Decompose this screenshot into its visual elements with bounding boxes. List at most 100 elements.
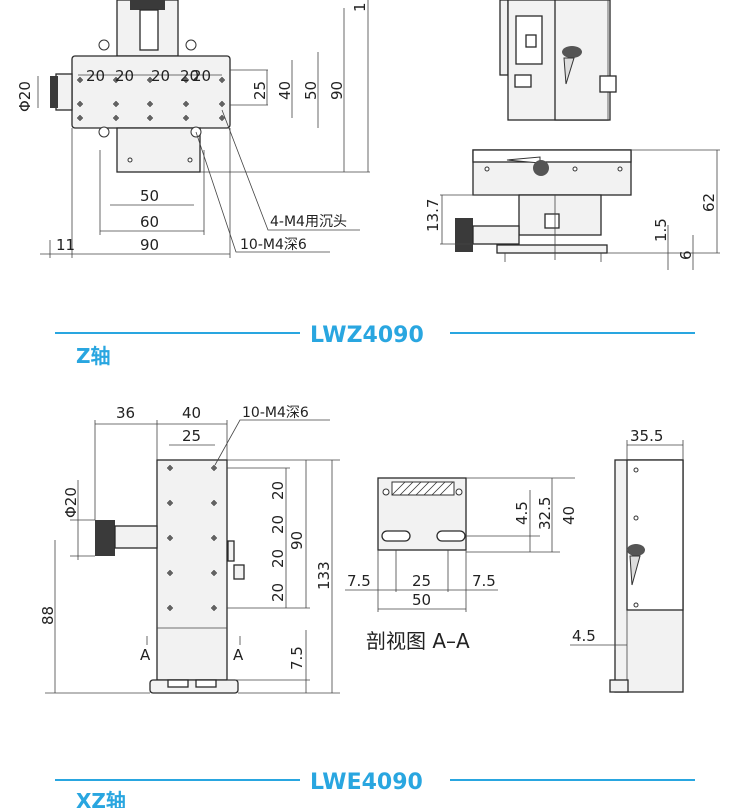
hatch-lines bbox=[391, 481, 454, 496]
base-block bbox=[518, 194, 602, 236]
knob-shaft bbox=[472, 225, 520, 245]
side-view-lower: 62 13.7 1.5 6 bbox=[424, 149, 720, 270]
thread-hole-icon bbox=[211, 605, 217, 611]
axis-label-xz: XZ轴 bbox=[76, 789, 126, 808]
dim-sec-4-5: 4.5 bbox=[513, 501, 531, 525]
thread-hole-icon bbox=[211, 535, 217, 541]
rear-knob-icon bbox=[130, 0, 165, 10]
side-lock-icon bbox=[627, 544, 645, 556]
z-axis-side-view: 35.5 4.5 bbox=[570, 427, 684, 693]
dim-z-40: 40 bbox=[182, 404, 201, 422]
thread-hole-icon bbox=[219, 77, 225, 83]
thread-hole-icon bbox=[113, 101, 119, 107]
thread-hole-icon bbox=[183, 101, 189, 107]
thread-hole-icon bbox=[167, 465, 173, 471]
dim-v-40: 40 bbox=[276, 81, 294, 100]
dim-sec-50: 50 bbox=[412, 591, 431, 609]
lock-knob-icon bbox=[533, 160, 549, 176]
dim-knob-dia: Φ20 bbox=[16, 81, 34, 112]
z-axis-front-view: 36 40 25 10-M4深6 Φ20 88 20 20 20 20 90 1… bbox=[39, 404, 340, 694]
side-knob-icon bbox=[455, 218, 473, 252]
screw-icon bbox=[187, 157, 193, 163]
dim-pitch-5: 20 bbox=[192, 67, 211, 85]
thread-hole-icon bbox=[167, 605, 173, 611]
thread-hole-icon bbox=[147, 77, 153, 83]
dim-z-133: 133 bbox=[315, 561, 333, 590]
thread-hole-grid bbox=[77, 77, 225, 121]
section-mark-a-left: A bbox=[140, 646, 151, 664]
dim-left-11: 11 bbox=[56, 236, 75, 254]
side-bracket bbox=[514, 74, 532, 88]
dim-bottom-50: 50 bbox=[140, 187, 159, 205]
screw-icon bbox=[633, 515, 639, 521]
thread-hole-icon bbox=[211, 465, 217, 471]
thread-hole-icon bbox=[167, 535, 173, 541]
z-column bbox=[156, 459, 228, 681]
mount-hole-icon bbox=[98, 126, 110, 138]
z-knob-shaft bbox=[114, 525, 158, 549]
dim-side-6: 6 bbox=[677, 250, 695, 260]
adjust-knob-icon bbox=[50, 76, 58, 108]
dim-side-62: 62 bbox=[700, 193, 718, 212]
callout-z-thread: 10-M4深6 bbox=[242, 405, 309, 421]
thread-hole-icon bbox=[77, 77, 83, 83]
dim-side-35-5: 35.5 bbox=[630, 427, 663, 445]
side-plate bbox=[554, 0, 611, 121]
side-screw bbox=[525, 34, 537, 48]
thread-hole-icon bbox=[211, 570, 217, 576]
top-view-x-stage: 20 20 20 20 20 25 40 50 90 1 Φ20 50 60 1… bbox=[16, 0, 370, 258]
side-clamp bbox=[599, 75, 617, 93]
lock-lever-icon bbox=[562, 46, 582, 58]
banner-lwe4090: LWE4090 XZ轴 bbox=[55, 770, 695, 808]
thread-hole-icon bbox=[219, 115, 225, 121]
dim-z-25: 25 bbox=[182, 427, 201, 445]
lever-arm bbox=[506, 156, 541, 164]
screw-icon bbox=[484, 166, 490, 172]
dim-sec-7-5-left: 7.5 bbox=[347, 572, 371, 590]
thread-hole-icon bbox=[113, 115, 119, 121]
section-hole-icon bbox=[455, 488, 463, 496]
side-rail bbox=[499, 0, 509, 76]
dim-z-36: 36 bbox=[116, 404, 135, 422]
thread-hole-icon bbox=[167, 500, 173, 506]
section-caption: 剖视图 A–A bbox=[366, 629, 470, 653]
model-title-lwz4090: LWZ4090 bbox=[310, 323, 424, 348]
dim-cut-top: 1 bbox=[351, 2, 369, 12]
thread-hole-icon bbox=[183, 77, 189, 83]
dim-sec-40: 40 bbox=[560, 506, 578, 525]
screw-icon bbox=[633, 602, 639, 608]
base-slot bbox=[167, 679, 189, 688]
mount-hole-icon bbox=[98, 39, 110, 51]
lower-block bbox=[116, 127, 201, 173]
screw-icon bbox=[633, 467, 639, 473]
dim-v-25: 25 bbox=[251, 81, 269, 100]
dim-pitch-4: 20 bbox=[180, 67, 199, 85]
side-view-upper bbox=[499, 0, 617, 121]
model-title-lwe4090: LWE4090 bbox=[310, 770, 423, 795]
screw-icon bbox=[617, 166, 623, 172]
screw-icon bbox=[572, 166, 578, 172]
section-view-a-a: 4.5 32.5 40 7.5 25 7.5 50 剖视图 A–A bbox=[345, 477, 578, 653]
base-slot bbox=[195, 679, 217, 688]
dim-bottom-60: 60 bbox=[140, 213, 159, 231]
dim-z-knob-dia: Φ20 bbox=[62, 487, 80, 518]
dim-bottom-90: 90 bbox=[140, 236, 159, 254]
dim-z-7-5: 7.5 bbox=[288, 646, 306, 670]
dim-pitch-3: 20 bbox=[151, 67, 170, 85]
dim-v-90: 90 bbox=[328, 81, 346, 100]
carriage-top-strip bbox=[472, 149, 632, 163]
callout-counterbore: 4-M4用沉头 bbox=[270, 214, 347, 230]
side-lock-body bbox=[629, 555, 641, 586]
thread-hole-icon bbox=[219, 101, 225, 107]
axis-label-z: Z轴 bbox=[76, 344, 111, 368]
thread-hole-icon bbox=[113, 77, 119, 83]
dim-z-pitch-4: 20 bbox=[269, 583, 287, 602]
z-base bbox=[149, 679, 239, 694]
dim-side-13-7: 13.7 bbox=[424, 199, 442, 232]
dim-side-4-5: 4.5 bbox=[572, 627, 596, 645]
z-thread-holes bbox=[167, 465, 217, 611]
base-plate bbox=[496, 244, 608, 254]
dim-pitch-2: 20 bbox=[115, 67, 134, 85]
thread-hole-icon bbox=[77, 101, 83, 107]
dim-z-pitch-3: 20 bbox=[269, 549, 287, 568]
